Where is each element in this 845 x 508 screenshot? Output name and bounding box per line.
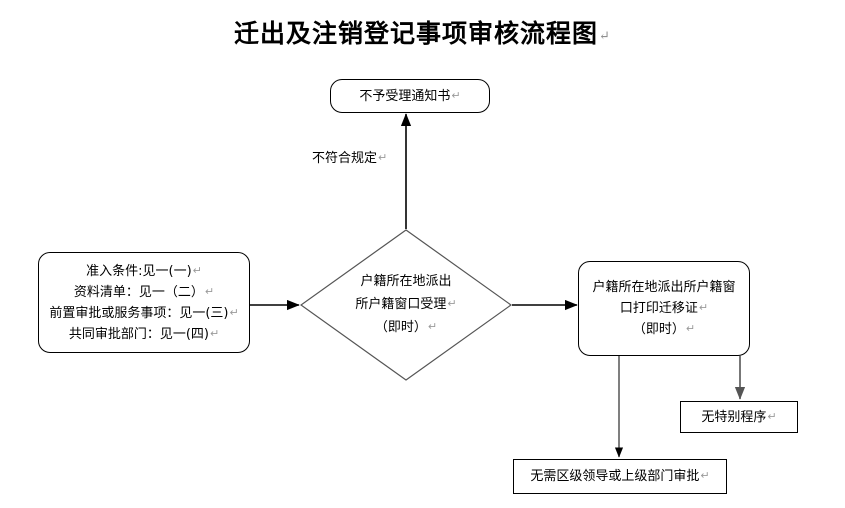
node-reject-notice[interactable]: 不予受理通知书↵ [330,79,490,113]
node-text: 无特别程序 [701,409,767,425]
node-no-approval-needed-line-1: 无需区级领导或上级部门审批↵ [530,466,709,487]
return-mark: ↵ [204,284,215,298]
return-mark: ↵ [698,300,709,314]
edge-label-nonconforming: 不符合规定↵ [312,147,387,166]
return-mark: ↵ [451,88,461,102]
return-mark: ↵ [767,409,777,423]
node-accept-decision-text: 户籍所在地派出 所户籍窗口受理↵ （即时）↵ [300,229,512,381]
node-text: （即时） [374,320,427,335]
page-title-text: 迁出及注销登记事项审核流程图 [234,19,599,48]
node-entry-conditions-line-2: 资料清单：见一（二）↵ [74,282,214,303]
edge-label-text: 不符合规定 [312,151,378,166]
node-text: 口打印迁移证 [619,300,698,316]
node-entry-conditions-line-4: 共同审批部门：见一(四)↵ [69,324,219,345]
node-no-approval-needed[interactable]: 无需区级领导或上级部门审批↵ [513,459,727,494]
return-mark: ↵ [229,305,239,319]
node-no-special-procedure-line-1: 无特别程序↵ [701,407,776,428]
node-print-certificate-line-2: 口打印迁移证↵ [620,298,708,319]
node-print-certificate[interactable]: 户籍所在地派出所户籍窗 口打印迁移证↵ （即时）↵ [578,261,750,356]
node-accept-decision-line-3: （即时）↵ [375,316,437,339]
node-text: 户籍所在地派出所户籍窗 [592,279,736,295]
node-text: 不予受理通知书 [359,88,451,104]
return-mark: ↵ [427,320,438,333]
node-no-special-procedure[interactable]: 无特别程序↵ [680,401,798,433]
return-mark: ↵ [447,297,457,310]
return-mark: ↵ [192,263,202,277]
return-mark: ↵ [209,326,220,340]
node-text: 准入条件:见一(一) [86,263,192,279]
node-text: 资料清单：见一（二） [73,284,204,300]
node-text: （即时） [632,321,685,337]
node-reject-notice-line-1: 不予受理通知书↵ [359,86,460,107]
node-entry-conditions-line-3: 前置审批或服务事项：见一(三)↵ [49,303,238,324]
node-accept-decision-line-1: 户籍所在地派出 [360,271,451,293]
node-entry-conditions-line-1: 准入条件:见一(一)↵ [86,261,202,282]
node-entry-conditions[interactable]: 准入条件:见一(一)↵ 资料清单：见一（二）↵ 前置审批或服务事项：见一(三)↵… [38,252,250,353]
diamond-shape [300,229,512,381]
title-return-mark: ↵ [599,29,611,44]
node-text: 前置审批或服务事项：见一(三) [49,305,229,321]
node-accept-decision-line-2: 所户籍窗口受理↵ [355,293,456,316]
node-print-certificate-line-3: （即时）↵ [633,319,695,340]
node-accept-decision[interactable]: 户籍所在地派出 所户籍窗口受理↵ （即时）↵ [300,229,512,381]
page-title: 迁出及注销登记事项审核流程图↵ [0,14,845,50]
node-text: 户籍所在地派出 [360,274,452,289]
return-mark: ↵ [685,321,696,335]
edge-label-return-mark: ↵ [378,151,388,164]
node-text: 所户籍窗口受理 [355,297,447,312]
return-mark: ↵ [700,469,710,482]
node-text: 共同审批部门：见一(四) [68,326,209,342]
node-print-certificate-line-1: 户籍所在地派出所户籍窗 [592,278,735,298]
node-text: 无需区级领导或上级部门审批 [530,469,700,484]
